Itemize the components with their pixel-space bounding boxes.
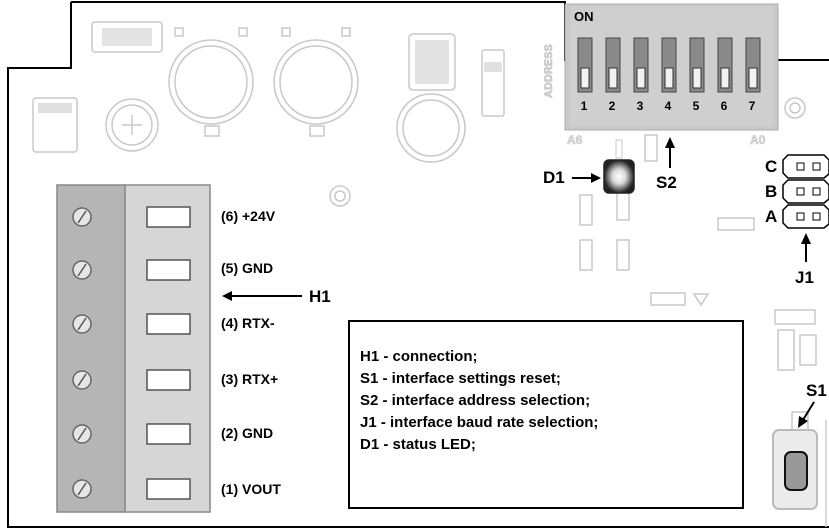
terminal-label-gnd-2: (2) GND xyxy=(221,425,274,441)
legend-line-s2: S2 - interface address selection; xyxy=(360,392,591,409)
legend-line-s1: S1 - interface settings reset; xyxy=(360,370,561,387)
dip-number-2: 2 xyxy=(608,99,616,113)
terminal-label-rtx-plus: (3) RTX+ xyxy=(221,371,279,387)
legend-line-h1: H1 - connection; xyxy=(360,348,478,365)
d1-arrow xyxy=(572,173,601,183)
dip-low-label: A6 xyxy=(567,133,583,147)
d1-label: D1 xyxy=(543,168,565,187)
led-d1 xyxy=(603,139,635,194)
h1-label: H1 xyxy=(309,287,331,306)
terminal-socket xyxy=(146,369,191,391)
terminal-label-vout: (1) VOUT xyxy=(221,481,281,497)
terminal-label-gnd-5: (5) GND xyxy=(221,260,274,276)
background-components xyxy=(32,21,817,431)
s2-arrow xyxy=(665,137,675,168)
terminal-socket xyxy=(146,313,191,335)
dip-number-7: 7 xyxy=(748,99,756,113)
jumper-label-b: B xyxy=(765,182,778,201)
dip-levers xyxy=(577,37,761,93)
s1-arrow xyxy=(798,401,815,428)
terminal-block-h1 xyxy=(56,184,211,513)
dip-number-5: 5 xyxy=(692,99,700,113)
terminal-socket xyxy=(146,423,191,445)
h1-arrow xyxy=(222,291,302,301)
jumper-label-c: C xyxy=(765,157,778,176)
jumper-label-a: A xyxy=(765,207,778,226)
j1-label: J1 xyxy=(795,268,814,287)
dip-on-label: ON xyxy=(574,9,594,24)
dip-number-1: 1 xyxy=(580,99,588,113)
j1-arrow xyxy=(801,233,811,262)
dip-number-3: 3 xyxy=(636,99,644,113)
terminal-label-24v: (6) +24V xyxy=(221,208,276,224)
s2-label: S2 xyxy=(656,173,677,192)
terminal-socket xyxy=(146,206,191,228)
button-s1 xyxy=(772,429,818,510)
jumper-header-j1 xyxy=(782,154,829,229)
dip-high-label: A0 xyxy=(750,133,766,147)
terminal-screws xyxy=(72,207,92,499)
s1-label: S1 xyxy=(806,381,827,400)
terminal-label-rtx-minus: (4) RTX- xyxy=(221,315,275,331)
legend-line-j1: J1 - interface baud rate selection; xyxy=(360,414,599,431)
dip-number-4: 4 xyxy=(664,99,672,113)
legend-line-d1: D1 - status LED; xyxy=(360,436,476,453)
terminal-sockets xyxy=(146,206,191,500)
terminal-socket xyxy=(146,478,191,500)
jumper-pins xyxy=(796,162,821,221)
terminal-socket xyxy=(146,259,191,281)
dip-number-6: 6 xyxy=(720,99,728,113)
dip-side-label: ADDRESS xyxy=(543,44,555,98)
legend-box: H1 - connection; S1 - interface settings… xyxy=(348,320,744,509)
